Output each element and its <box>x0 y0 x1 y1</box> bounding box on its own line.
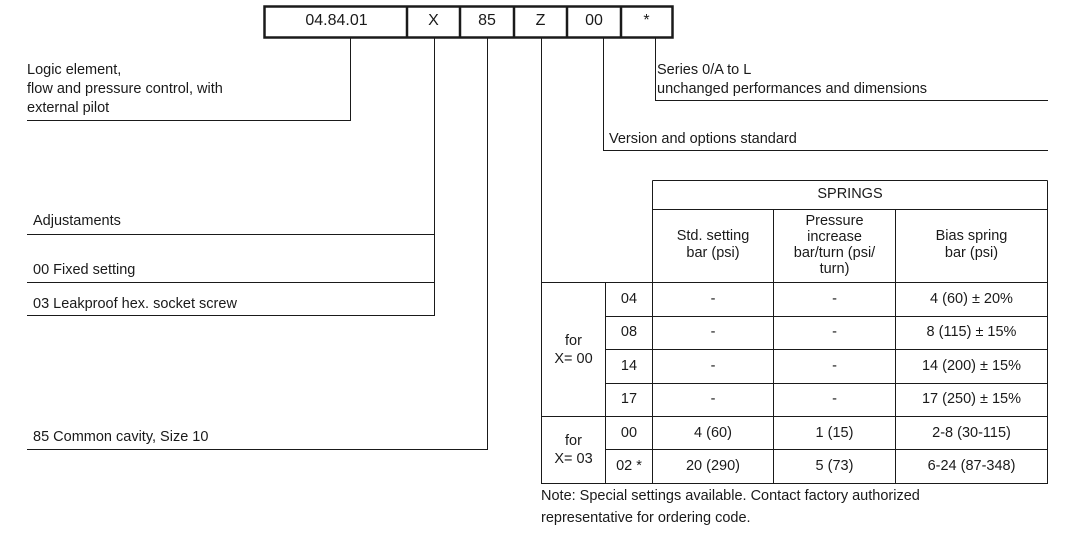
footnote: Note: Special settings available. Contac… <box>541 488 920 526</box>
row-pressure: 5 (73) <box>815 458 854 474</box>
row-bias: 4 (60) ± 20% <box>930 291 1013 307</box>
adjustments-heading: Adjustaments <box>33 213 121 229</box>
code-spring: Z <box>535 12 546 29</box>
row-std: - <box>710 391 716 407</box>
version-label: Version and options standard <box>609 131 797 147</box>
row-pressure: - <box>832 391 837 407</box>
row-std: - <box>710 291 716 307</box>
row-bias: 2-8 (30-115) <box>932 425 1011 441</box>
cavity-label: 85 Common cavity, Size 10 <box>33 429 209 445</box>
header-bias-spring: Bias spring bar (psi) <box>935 228 1008 261</box>
row-pressure: 1 (15) <box>815 425 854 441</box>
code-model: 04.84.01 <box>305 12 368 29</box>
row-pressure: - <box>832 358 837 374</box>
row-bias: 17 (250) ± 15% <box>921 391 1022 407</box>
code-adjustment: X <box>428 12 439 29</box>
adjust-03-label: 03 Leakproof hex. socket screw <box>33 296 237 312</box>
row-bias: 8 (115) ± 15% <box>926 324 1017 340</box>
row-code: 17 <box>620 391 638 407</box>
group-label-x00: for X= 00 <box>554 333 593 367</box>
springs-table-grid <box>541 180 1048 484</box>
group-label-x03: for X= 03 <box>554 433 593 467</box>
row-std: - <box>710 324 716 340</box>
row-code: 00 <box>620 425 638 441</box>
row-code: 14 <box>620 358 638 374</box>
code-version: 00 <box>585 12 603 29</box>
code-cavity: 85 <box>478 12 496 29</box>
row-pressure: - <box>832 324 837 340</box>
row-code: 04 <box>620 291 638 307</box>
logic-element-label: Logic element, flow and pressure control… <box>27 62 223 116</box>
code-box-frame <box>263 5 674 39</box>
row-std: - <box>710 358 716 374</box>
row-std: 4 (60) <box>694 425 732 441</box>
adjust-00-label: 00 Fixed setting <box>33 262 136 278</box>
row-pressure: - <box>832 291 837 307</box>
row-bias: 14 (200) ± 15% <box>921 358 1022 374</box>
row-std: 20 (290) <box>685 458 740 474</box>
code-series: * <box>643 12 650 29</box>
springs-title: SPRINGS <box>817 186 883 202</box>
row-code: 02 * <box>616 458 642 474</box>
leader-lines <box>27 38 1048 450</box>
row-code: 08 <box>620 324 638 340</box>
row-bias: 6-24 (87-348) <box>927 458 1016 474</box>
header-pressure-increase: Pressure increase bar/turn (psi/ turn) <box>793 213 876 277</box>
header-std-setting: Std. setting bar (psi) <box>676 228 750 261</box>
series-label: Series 0/A to L unchanged performances a… <box>657 62 928 97</box>
